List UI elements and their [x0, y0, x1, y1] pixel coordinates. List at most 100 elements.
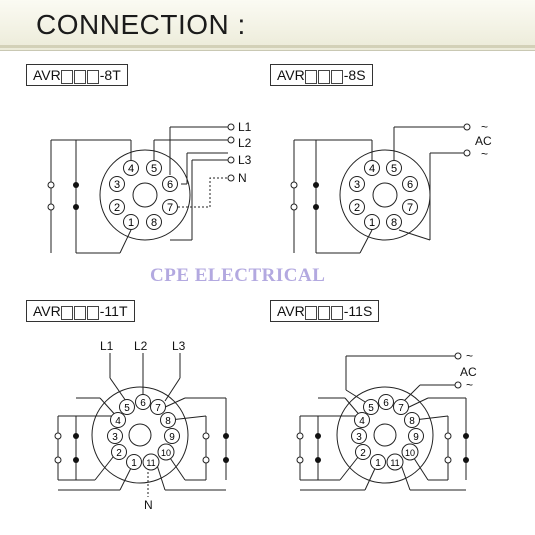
svg-text:8: 8 [151, 217, 157, 229]
closed-contact [73, 433, 79, 439]
closed-contact [315, 433, 321, 439]
open-contact [444, 432, 452, 440]
svg-text:9: 9 [169, 432, 175, 443]
header-divider [0, 45, 535, 48]
pin-3: 3 [109, 176, 125, 192]
terminal-circle [454, 381, 462, 389]
pin-7: 7 [150, 399, 166, 415]
pin-3: 3 [351, 428, 367, 444]
pin-2: 2 [355, 444, 371, 460]
terminal-circle [463, 123, 471, 131]
svg-text:2: 2 [114, 202, 120, 214]
socket-key [128, 423, 152, 447]
svg-text:10: 10 [405, 448, 415, 458]
svg-text:4: 4 [369, 163, 375, 175]
pin-4: 4 [364, 160, 380, 176]
model-label-8s: AVR-8S [270, 64, 373, 86]
open-contact [202, 456, 210, 464]
svg-text:1: 1 [131, 458, 137, 469]
pin-9: 9 [408, 428, 424, 444]
socket-base [91, 386, 189, 484]
svg-text:6: 6 [383, 398, 389, 409]
socket-pins-8s: 1 2 3 4 5 6 7 8 [349, 160, 418, 230]
svg-text:5: 5 [151, 163, 157, 175]
socket-base [99, 149, 191, 241]
socket-key [372, 182, 398, 208]
open-contact [54, 456, 62, 464]
model-prefix: AVR [277, 67, 305, 83]
model-code-boxes [61, 302, 100, 322]
terminal-circle [227, 174, 235, 182]
svg-text:2: 2 [354, 202, 360, 214]
pin-4: 4 [110, 412, 126, 428]
open-contact [290, 203, 298, 211]
page-title: CONNECTION : [36, 9, 246, 40]
closed-contact [313, 182, 319, 188]
pin-1: 1 [123, 214, 139, 230]
socket-base [336, 386, 434, 484]
pin-4: 4 [354, 412, 370, 428]
terminal-circle [227, 123, 235, 131]
terminal-l2-label: L2 [134, 339, 148, 353]
model-code-boxes [305, 302, 344, 322]
terminal-ac-label: AC [475, 134, 492, 148]
terminal-circle [227, 136, 235, 144]
closed-contact [73, 182, 79, 188]
watermark-text: CPE ELECTRICAL [150, 265, 326, 286]
terminal-n-label: N [238, 171, 247, 185]
socket-pins-8t: 1 2 3 4 5 6 7 8 [109, 160, 178, 230]
pin-8: 8 [160, 412, 176, 428]
svg-text:3: 3 [114, 179, 120, 191]
pin-3: 3 [349, 176, 365, 192]
model-suffix: -11T [99, 303, 128, 319]
pin-1: 1 [370, 454, 386, 470]
pin-7: 7 [402, 199, 418, 215]
pin-6: 6 [378, 394, 394, 410]
closed-contact [73, 204, 79, 210]
terminal-l1-label: L1 [100, 339, 114, 353]
closed-contact [223, 433, 229, 439]
svg-text:1: 1 [128, 217, 134, 229]
pin-9: 9 [164, 428, 180, 444]
contact-dots [47, 123, 471, 464]
socket-key [132, 182, 158, 208]
pin-6: 6 [135, 394, 151, 410]
svg-text:7: 7 [167, 202, 173, 214]
pin-8: 8 [386, 214, 402, 230]
terminal-circle [227, 156, 235, 164]
closed-contact [463, 433, 469, 439]
pin-2: 2 [109, 199, 125, 215]
model-prefix: AVR [33, 303, 61, 319]
model-label-8t: AVR-8T [26, 64, 128, 86]
pin-1: 1 [364, 214, 380, 230]
svg-text:6: 6 [167, 179, 173, 191]
terminal-tilde-label: ~ [466, 378, 473, 392]
open-contact [296, 456, 304, 464]
pin-11: 11 [142, 453, 160, 471]
pin-8: 8 [146, 214, 162, 230]
pin-10: 10 [157, 443, 175, 461]
terminal-labels: L1 L2 L3 N ~ AC ~ L1 L2 L3 N ~ AC ~ [100, 120, 492, 512]
svg-text:6: 6 [140, 398, 146, 409]
pin-2: 2 [111, 444, 127, 460]
terminal-l3-label: L3 [238, 153, 252, 167]
svg-text:1: 1 [369, 217, 375, 229]
svg-text:9: 9 [413, 432, 419, 443]
open-contact [290, 181, 298, 189]
open-contact [47, 181, 55, 189]
svg-text:5: 5 [124, 403, 130, 414]
svg-text:6: 6 [407, 179, 413, 191]
open-contact [444, 456, 452, 464]
pin-10: 10 [401, 443, 419, 461]
model-label-11s: AVR-11S [270, 300, 380, 322]
terminal-circle [463, 149, 471, 157]
terminal-n-label: N [144, 498, 153, 512]
terminal-l1-label: L1 [238, 120, 252, 134]
svg-text:10: 10 [161, 448, 171, 458]
pin-6: 6 [402, 176, 418, 192]
model-code-boxes [305, 66, 344, 86]
model-label-11t: AVR -11T [26, 300, 135, 322]
terminal-circle [454, 352, 462, 360]
closed-contact [313, 204, 319, 210]
closed-contact [315, 457, 321, 463]
